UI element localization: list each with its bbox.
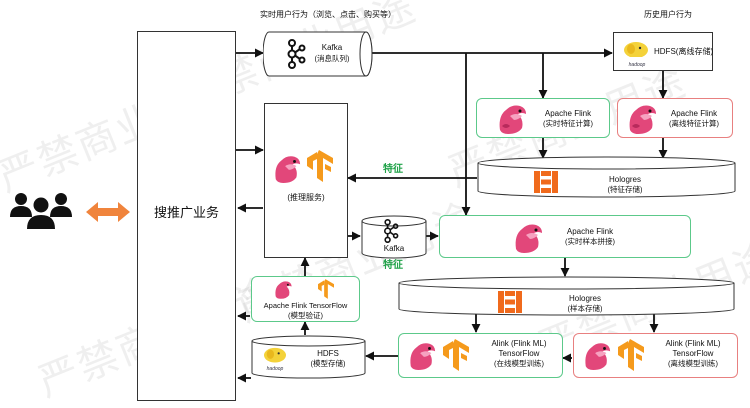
flink-squirrel-icon	[275, 156, 301, 183]
kafka-queue-node	[263, 31, 373, 77]
double-arrow-icon	[86, 202, 130, 222]
model-validate-label-2: (模型验证)	[288, 311, 323, 320]
flink-squirrel-icon	[515, 224, 542, 253]
alink-online-label-3: (在线模型训练)	[494, 359, 544, 368]
kafka-icon	[383, 219, 399, 243]
hdfs-offline-label: HDFS(离线存储)	[654, 47, 714, 56]
hologres-icon	[498, 291, 522, 313]
hologres-sample-label-1: Hologres	[568, 294, 601, 303]
feature-edge-label: 特征	[383, 164, 403, 175]
kafka-top-label: Kafka	[321, 43, 343, 52]
kafka-mid-label: Kafka	[383, 244, 405, 253]
realtime-behavior-label: 实时用户行为（浏览、点击、购买等）	[260, 10, 396, 19]
flink-squirrel-icon	[410, 343, 436, 370]
tensorflow-icon	[618, 339, 644, 371]
hologres-icon	[534, 171, 558, 193]
flink-rt-feature-label-2: (实时特征计算)	[543, 119, 593, 128]
inference-label: (推理服务)	[287, 193, 325, 202]
hadoop-wordmark: hadoop	[266, 366, 284, 372]
hologres-sample-label-2: (样本存储)	[567, 304, 603, 313]
alink-offline-label-3: (离线模型训练)	[668, 359, 718, 368]
feature-edge-label-2: 特征	[383, 260, 403, 271]
hadoop-elephant-icon	[264, 347, 286, 363]
flink-sample-node	[439, 215, 691, 258]
hadoop-elephant-icon	[624, 42, 648, 63]
alink-online-label-1: Alink (Flink ML)	[491, 339, 547, 348]
flink-sample-label-2: (实时样本拼接)	[565, 237, 615, 246]
alink-online-label-2: TensorFlow	[498, 349, 540, 358]
hologres-feature-label-2: (特征存储)	[607, 185, 643, 194]
kafka-icon	[287, 39, 306, 69]
kafka-mid-node	[361, 215, 427, 259]
users-icon	[10, 193, 72, 229]
kafka-top-sub: (消息队列)	[314, 54, 350, 63]
model-validate-label-1: Apache Flink TensorFlow	[263, 301, 348, 310]
alink-offline-label-2: TensorFlow	[672, 349, 714, 358]
flink-sample-label-1: Apache Flink	[566, 227, 614, 236]
tensorflow-icon	[307, 150, 333, 182]
tensorflow-icon	[443, 339, 469, 371]
flink-realtime-feature-node	[476, 98, 610, 138]
flink-squirrel-icon	[275, 281, 292, 299]
search-business-label: 搜推广业务	[153, 205, 219, 220]
hologres-sample-node	[398, 276, 735, 316]
hdfs-model-label-2: (模型存储)	[310, 359, 346, 368]
flink-squirrel-icon	[499, 105, 526, 134]
flink-squirrel-icon	[629, 105, 656, 134]
hologres-feature-label-1: Hologres	[608, 175, 641, 184]
flink-rt-feature-label-1: Apache Flink	[544, 109, 592, 118]
flink-off-feature-label-1: Apache Flink	[670, 109, 718, 118]
hdfs-model-label-1: HDFS	[317, 349, 339, 358]
alink-offline-label-1: Alink (Flink ML)	[665, 339, 721, 348]
model-validate-node	[251, 276, 360, 322]
tensorflow-icon	[318, 279, 334, 299]
flink-off-feature-label-2: (离线特征计算)	[669, 119, 719, 128]
flink-squirrel-icon	[585, 343, 611, 370]
hadoop-wordmark: hadoop	[628, 62, 646, 68]
search-business-box	[137, 31, 236, 401]
history-behavior-label: 历史用户行为	[644, 10, 692, 19]
